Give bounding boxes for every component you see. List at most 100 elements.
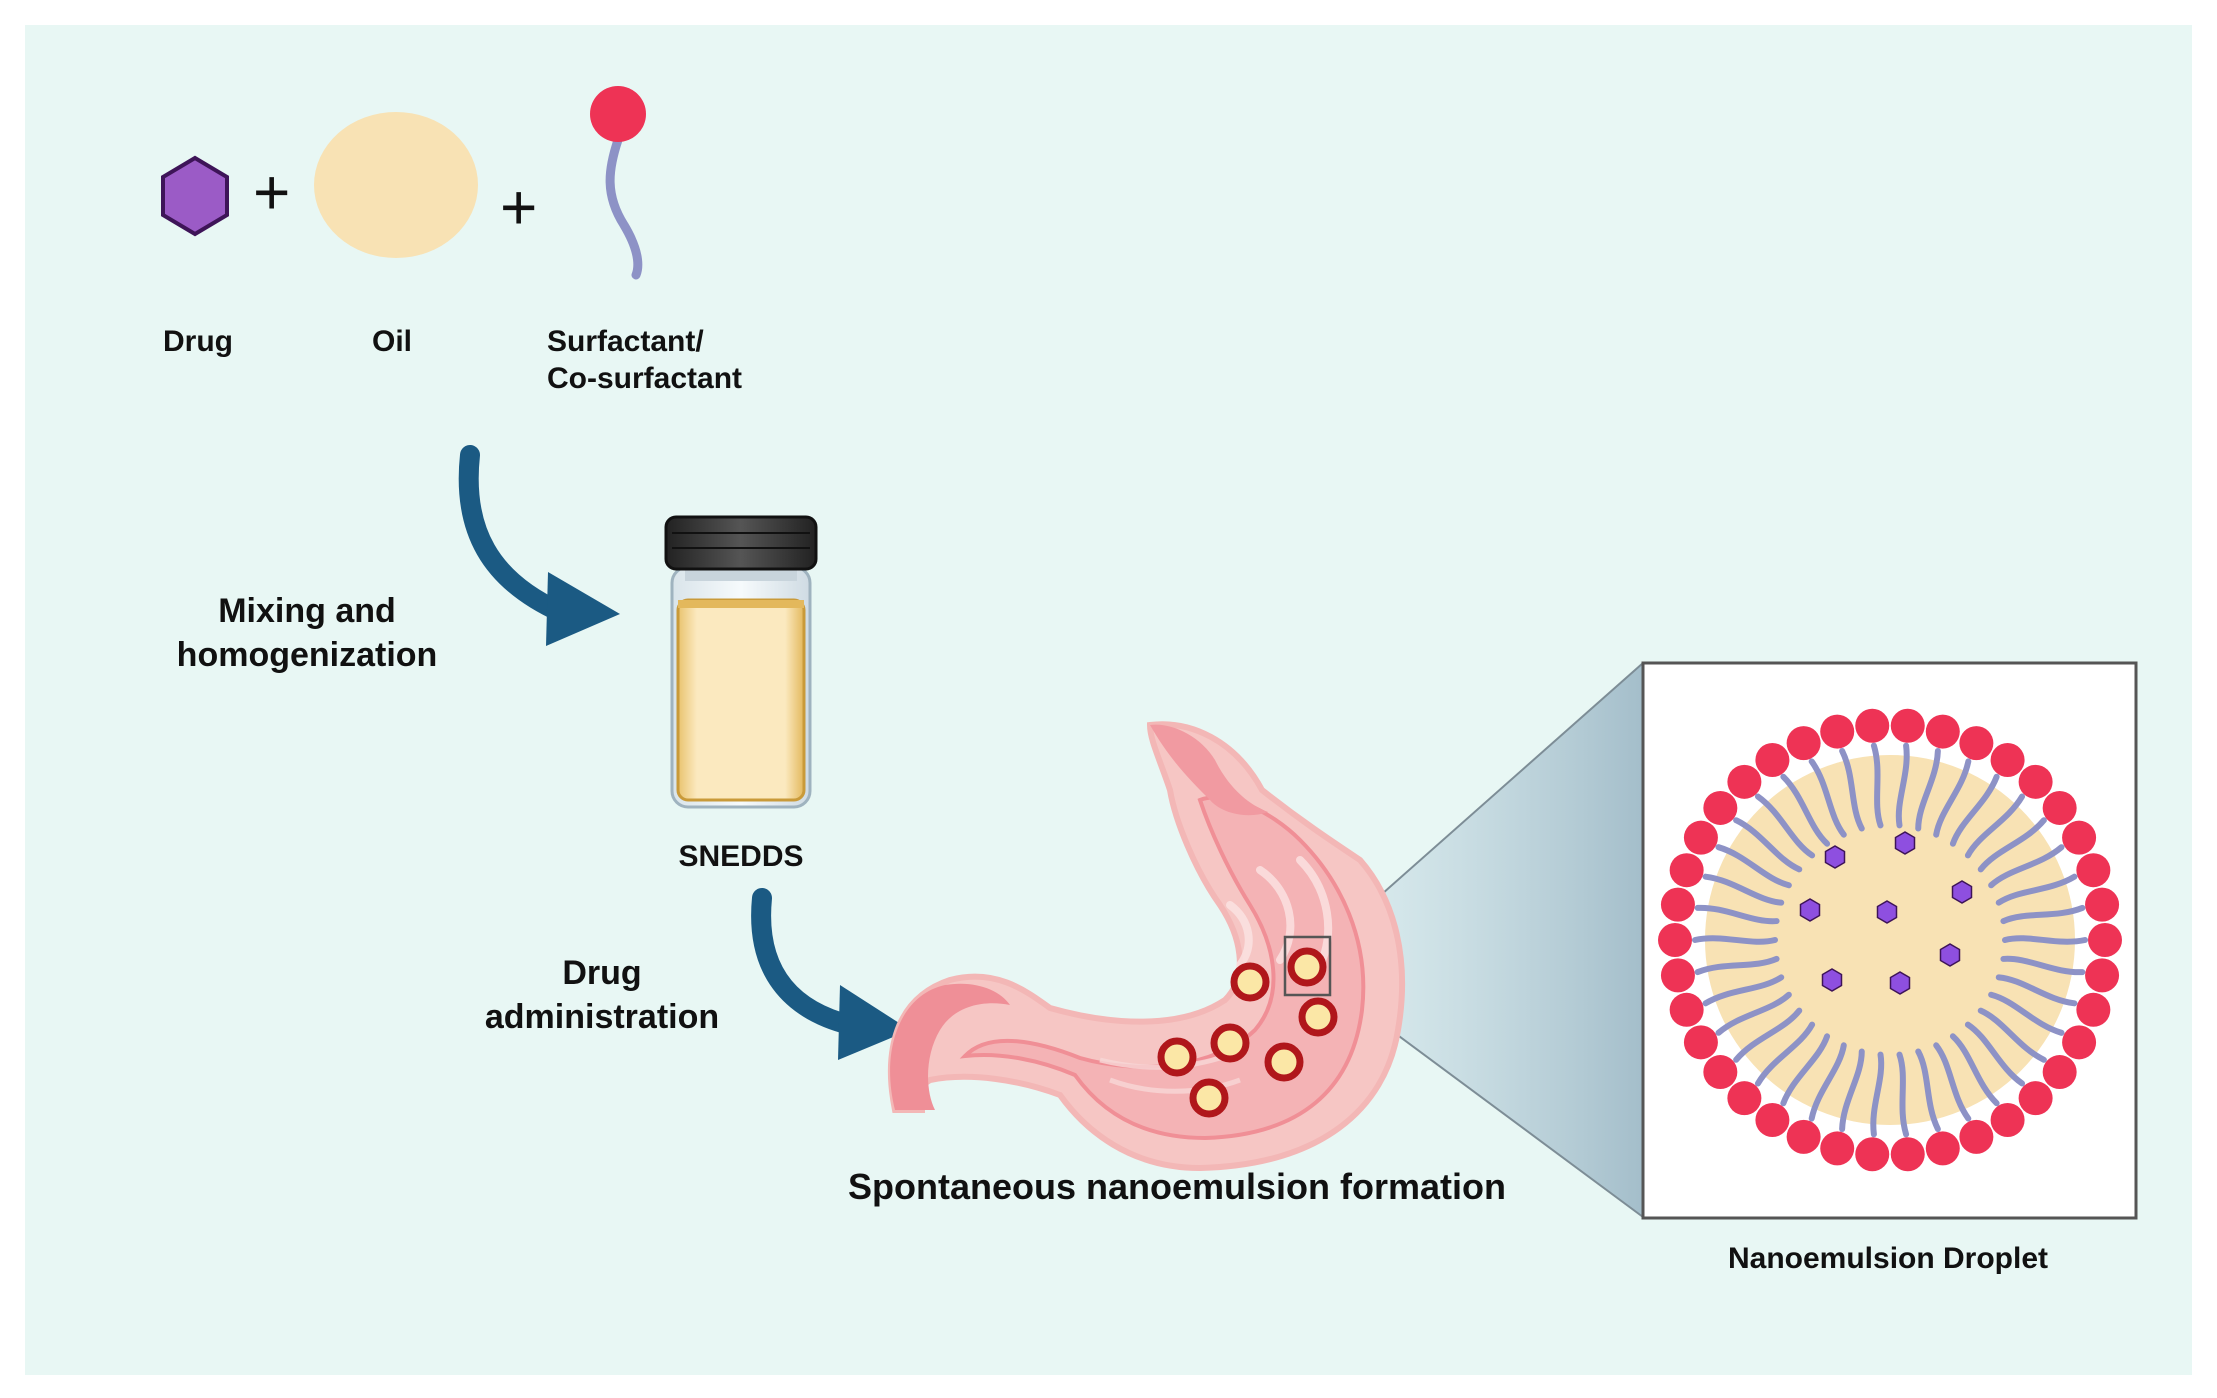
surfactant-head xyxy=(1890,1137,1925,1172)
surfactant-head xyxy=(1990,743,2025,778)
surfactant-head xyxy=(2062,1025,2097,1060)
surfactant-head xyxy=(2076,992,2111,1027)
surfactant-head xyxy=(1683,1025,1718,1060)
stomach-droplets xyxy=(1157,947,1338,1118)
surfactant-head xyxy=(1786,1119,1821,1154)
surfactant-head xyxy=(1727,1081,1762,1116)
surfactant-tail xyxy=(1754,793,1816,859)
surfactant-tail xyxy=(1988,844,2065,889)
surfactant-head xyxy=(2076,853,2111,888)
surfactant-tail xyxy=(2002,935,2088,945)
surfactant-tail xyxy=(1715,991,1792,1036)
mixing-label-line1: Mixing and xyxy=(218,592,396,630)
surfactant-head xyxy=(1959,726,1994,761)
surfactant-molecule-icon xyxy=(590,86,646,280)
surfactant-head xyxy=(2042,790,2077,825)
formation-label: Spontaneous nanoemulsion formation xyxy=(847,1166,1507,1207)
encapsulated-drug-icon xyxy=(1894,831,1916,855)
surfactant-head xyxy=(1703,790,1738,825)
oil-droplet-icon xyxy=(314,112,478,258)
encapsulated-drug-icon xyxy=(1799,898,1821,922)
surfactant-tail xyxy=(1702,873,1785,906)
surfactant-tail xyxy=(1988,991,2065,1036)
surfactant-tail xyxy=(1895,742,1910,829)
surfactant-tail xyxy=(1694,955,1780,976)
surfactant-tail xyxy=(1964,793,2026,859)
surfactant-tail xyxy=(1715,844,1792,889)
surfactant-head xyxy=(1925,714,1960,749)
plus-sign-1: + xyxy=(253,156,291,228)
surfactant-head xyxy=(1786,726,1821,761)
surfactant-head xyxy=(1855,708,1890,743)
surfactant-head xyxy=(1959,1119,1994,1154)
surfactant-tail xyxy=(1896,1051,1910,1138)
encapsulated-drug-icon xyxy=(1821,968,1843,992)
surfactant-tail xyxy=(1915,747,1941,832)
surfactant-tail xyxy=(1702,974,1785,1007)
inset-caption: Nanoemulsion Droplet xyxy=(1727,1242,2049,1275)
surfactant-head xyxy=(1820,714,1855,749)
surfactant-head xyxy=(1669,992,1704,1027)
surfactant-head xyxy=(1658,923,1692,957)
snedds-label: SNEDDS xyxy=(678,840,804,873)
mixing-label-line2: homogenization xyxy=(176,636,438,674)
drug-molecule-icon xyxy=(161,155,229,237)
drug-label: Drug xyxy=(163,325,233,358)
surfactant-head xyxy=(1755,743,1790,778)
surfactant-head xyxy=(1890,708,1925,743)
oil-label: Oil xyxy=(372,325,413,358)
surfactant-tail xyxy=(1780,773,1831,847)
surfactant-tail xyxy=(1977,1007,2047,1063)
snedds-vial-icon xyxy=(664,515,818,809)
nanoemulsion-droplet-illustration xyxy=(1658,708,2122,1172)
surfactant-tail xyxy=(1977,817,2047,873)
surfactant-tail xyxy=(1949,1033,2000,1107)
surfactant-tail xyxy=(1780,1033,1831,1107)
encapsulated-drug-icon xyxy=(1939,943,1961,967)
surfactant-head xyxy=(1820,1131,1855,1166)
stomach-illustration xyxy=(888,721,1406,1172)
surfactant-tail xyxy=(1839,747,1865,832)
surfactant-tail xyxy=(1933,1042,1972,1122)
surfactant-tail xyxy=(1964,1021,2026,1087)
surfactant-tail xyxy=(1870,1051,1885,1138)
surfactant-head xyxy=(2018,1081,2053,1116)
surfactant-head xyxy=(1990,1102,2025,1137)
surfactant-tail xyxy=(2000,904,2086,925)
surfactant-head xyxy=(1755,1102,1790,1137)
surfactant-head xyxy=(1660,887,1695,922)
surfactant-tail xyxy=(1995,974,2078,1007)
surfactant-head xyxy=(1727,764,1762,799)
administration-label-line1: Drug xyxy=(562,954,642,992)
surfactant-tail xyxy=(1808,1042,1847,1122)
surfactant-head xyxy=(2062,820,2097,855)
surfactant-tail xyxy=(1754,1021,1816,1087)
encapsulated-drug-icon xyxy=(1889,971,1911,995)
surfactant-tail xyxy=(1870,742,1884,829)
surfactant-tail xyxy=(1733,817,1803,873)
surfactant-head xyxy=(2088,923,2122,957)
surfactant-head xyxy=(2042,1055,2077,1090)
zoom-region-box xyxy=(1283,935,1332,997)
surfactant-tail xyxy=(1692,935,1778,945)
surfactant-head xyxy=(2085,958,2120,993)
surfactant-head xyxy=(2085,887,2120,922)
encapsulated-drug-icon xyxy=(1876,900,1898,924)
surfactant-tail xyxy=(1995,873,2078,906)
surfactant-label-line2: Co-surfactant xyxy=(547,362,743,395)
surfactant-tail xyxy=(1915,1048,1941,1133)
surfactant-tail xyxy=(2000,955,2086,976)
surfactant-head xyxy=(1703,1055,1738,1090)
surfactant-tail xyxy=(1808,758,1847,838)
surfactant-label-line1: Surfactant/ xyxy=(547,325,704,358)
surfactant-head xyxy=(1669,853,1704,888)
surfactant-tail xyxy=(1949,773,2000,847)
surfactant-head xyxy=(1925,1131,1960,1166)
zoom-beam xyxy=(1330,663,1643,1217)
surfactant-tail xyxy=(1733,1007,1803,1063)
administration-arrow-icon xyxy=(751,888,910,1060)
encapsulated-drug-icon xyxy=(1824,845,1846,869)
surfactant-head xyxy=(1683,820,1718,855)
